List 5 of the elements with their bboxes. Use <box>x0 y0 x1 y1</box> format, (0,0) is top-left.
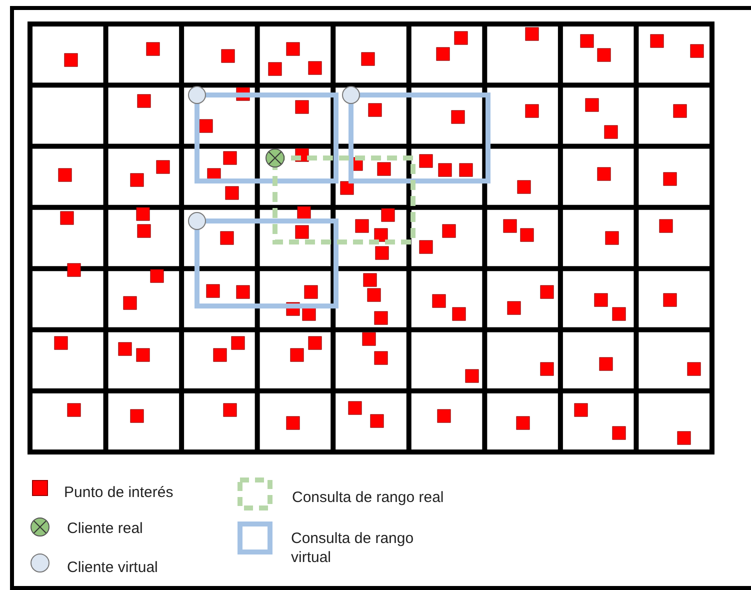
legend-text: Consulta de rango real <box>292 488 445 507</box>
legend-text: Cliente virtual <box>67 558 159 577</box>
legend-text: Punto de interés <box>64 483 174 502</box>
legend-text: Cliente real <box>67 519 144 538</box>
legend-text: Consulta de rango virtual <box>291 529 415 567</box>
